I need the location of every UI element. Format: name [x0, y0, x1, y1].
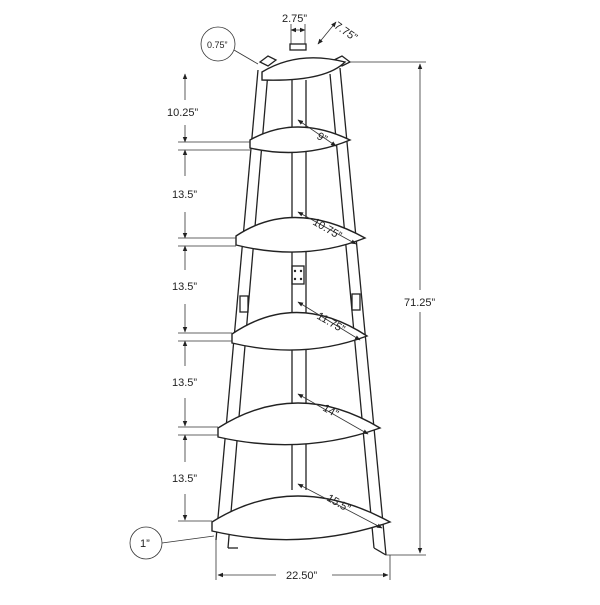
shelf-1: [261, 57, 347, 81]
shelf-5: [217, 402, 382, 446]
shelf-4: [231, 311, 369, 351]
total-height-dimension: 71.25”: [350, 61, 436, 556]
shelf-2-arrow: [297, 119, 337, 147]
top-dimensions: 2.75” 7.75” 0.75”: [200, 13, 360, 65]
gap-4-label: 13.5”: [172, 377, 197, 389]
foot-dimension: 1”: [129, 526, 215, 560]
bottom-width-dimension: 22.50”: [215, 540, 391, 582]
gap-1-label: 10.25”: [167, 107, 199, 119]
shelf-3-arrow: [297, 211, 357, 245]
shelf-4-arrow: [297, 301, 361, 341]
total-height-label: 71.25”: [404, 297, 436, 309]
shelf-gap-dimensions: 10.25” 13.5” 13.5” 13.5” 13.5”: [167, 73, 250, 522]
shelves: [211, 57, 392, 541]
shelf-5-arrow: [297, 393, 369, 435]
bottom-width-label: 22.50”: [286, 570, 318, 582]
bracket-left: [239, 295, 249, 313]
edge-thickness-label: 0.75”: [207, 40, 228, 50]
top-depth-arrow: [317, 21, 337, 45]
foot-leader: [161, 535, 215, 544]
shelf-6-arrow: [297, 483, 383, 529]
gap-5-label: 13.5”: [172, 473, 197, 485]
bracket-center: [291, 265, 305, 285]
top-width-label: 2.75”: [282, 13, 307, 25]
right-foot: [373, 547, 387, 556]
top-cap-left: [258, 55, 278, 67]
edge-thickness-callout: [200, 26, 236, 62]
gap-2-label: 13.5”: [172, 189, 197, 201]
right-leg-outer: [339, 67, 387, 556]
edge-thickness-leader: [233, 49, 259, 65]
top-depth-label: 7.75”: [332, 20, 360, 44]
top-post-cap: [289, 43, 307, 51]
bracket-right: [351, 293, 361, 311]
gap-3-label: 13.5”: [172, 281, 197, 293]
foot-label: 1”: [140, 538, 150, 550]
